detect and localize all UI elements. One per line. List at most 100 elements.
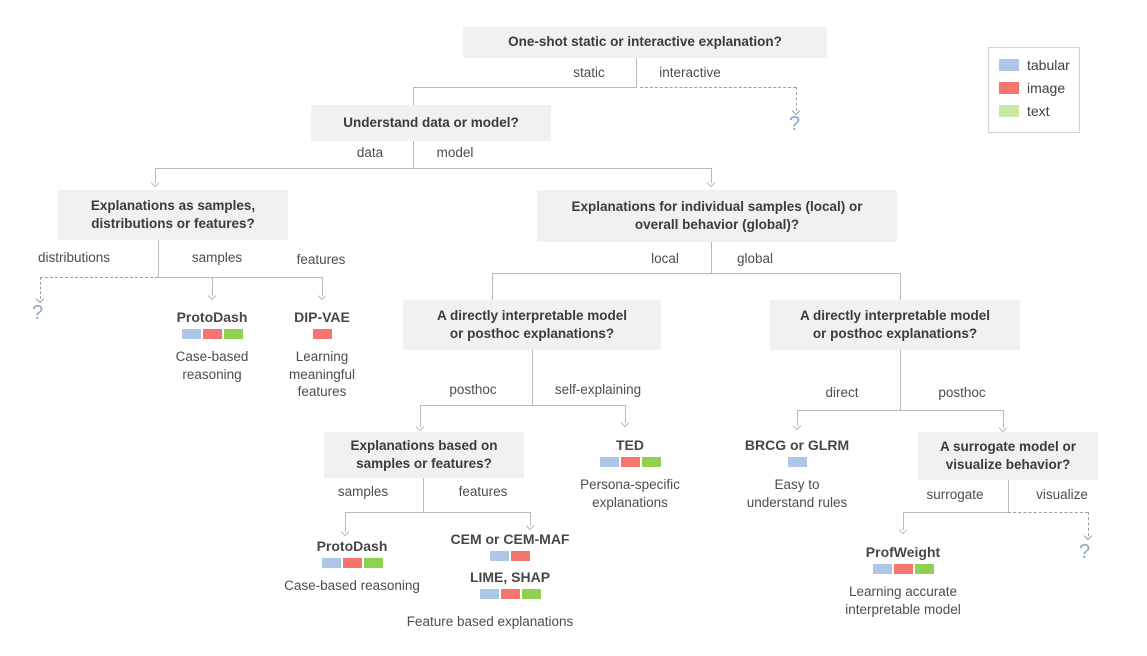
connector-sdf-down [158, 240, 159, 277]
arrowhead-down-icon [525, 521, 535, 531]
method-name: BRCG or GLRM [744, 437, 850, 453]
connector-sv-split-solid [903, 512, 1008, 513]
question-samples-or-features: Explanations based on samples or feature… [324, 432, 524, 478]
modality-chips [570, 457, 690, 467]
question-data-or-model: Understand data or model? [311, 105, 551, 141]
connector-into-data-model [413, 87, 414, 105]
method-name: CEM or CEM-MAF [450, 531, 570, 547]
connector-root-down [636, 58, 637, 88]
connector-to-profweight [903, 512, 904, 530]
arrowhead-down-icon [792, 421, 802, 431]
connector-distributions-dashed-down [40, 277, 41, 299]
connector-global-interp-down [900, 350, 901, 410]
method-name: ProtoDash [316, 538, 388, 554]
connector-to-samples-features [420, 405, 421, 427]
image-swatch-icon [999, 82, 1019, 94]
arrowhead-down-icon [1083, 531, 1093, 541]
arrowhead-down-icon [620, 418, 630, 428]
tabular-swatch-icon [999, 59, 1019, 71]
question-surrogate-or-visualize: A surrogate model or visualize behavior? [918, 432, 1098, 480]
open-question-visualize: ? [1079, 541, 1091, 563]
open-question-distributions: ? [32, 302, 44, 324]
method-feature-group: CEM or CEM-MAF LIME, SHAP [430, 531, 590, 599]
modality-chip-text [521, 589, 541, 599]
legend: tabular image text [988, 47, 1080, 133]
modality-chip-image [342, 558, 362, 568]
arrowhead-down-icon [207, 291, 217, 301]
arrowhead-down-icon [998, 423, 1008, 433]
question-local-interpretable: A directly interpretable model or postho… [403, 300, 661, 350]
method-name: ProtoDash [176, 309, 248, 325]
connector-visualize-dashed [1008, 512, 1088, 513]
legend-item-tabular: tabular [999, 57, 1079, 73]
modality-chips [267, 329, 377, 339]
method-caption: Easy to understand rules [746, 477, 848, 510]
connector-local-interp-split [420, 405, 625, 406]
method-protodash-local: ProtoDash Case-based reasoning [272, 538, 432, 595]
connector-to-ted [625, 405, 626, 423]
connector-local-interp-down [532, 350, 533, 405]
branch-data: data [356, 145, 384, 160]
connector-into-global-interp [900, 273, 901, 300]
legend-item-image: image [999, 80, 1079, 96]
modality-chip-tabular [872, 564, 892, 574]
question-root: One-shot static or interactive explanati… [463, 27, 827, 58]
connector-sv-down [1008, 480, 1009, 512]
modality-chip-image [620, 457, 640, 467]
connector-into-local-interp [492, 273, 493, 300]
connector-global-interp-split [797, 410, 1003, 411]
method-name: ProfWeight [865, 544, 941, 560]
text-swatch-icon [999, 105, 1019, 117]
branch-global: global [736, 251, 774, 266]
method-brcg: BRCG or GLRM Easy to understand rules [732, 437, 862, 511]
method-protodash-data: ProtoDash Case-based reasoning [152, 309, 272, 383]
legend-item-text: text [999, 103, 1079, 119]
connector-static-horizontal [413, 87, 637, 88]
method-profweight: ProfWeight Learning accurate interpretab… [833, 544, 973, 618]
method-caption: Persona-specific explanations [580, 477, 680, 510]
branch-posthoc-global: posthoc [938, 385, 986, 400]
branch-local: local [651, 251, 679, 266]
modality-chip-text [641, 457, 661, 467]
connector-to-local-global [711, 168, 712, 183]
branch-direct: direct [825, 385, 859, 400]
branch-features-2: features [458, 484, 508, 499]
connector-to-surrogate-box [1003, 410, 1004, 428]
arrowhead-down-icon [706, 178, 716, 188]
branch-static: static [573, 65, 605, 80]
method-caption: Learning meaningful features [288, 349, 356, 400]
method-name: TED [616, 437, 644, 453]
branch-surrogate: surrogate [926, 487, 984, 502]
connector-data-model-split [155, 168, 712, 169]
modality-chips [272, 558, 432, 568]
connector-visualize-dashed-down [1088, 512, 1089, 536]
connector-sdf-split [158, 277, 322, 278]
branch-visualize: visualize [1036, 487, 1088, 502]
connector-to-cem [530, 512, 531, 526]
question-global-interpretable: A directly interpretable model or postho… [770, 300, 1020, 350]
branch-samples: samples [191, 250, 243, 265]
connector-distributions-dashed [40, 277, 158, 278]
connector-to-protodash-1 [212, 277, 213, 296]
legend-label-tabular: tabular [1027, 57, 1070, 73]
question-samples-dist-features: Explanations as samples, distributions o… [58, 190, 288, 240]
modality-chip-tabular [321, 558, 341, 568]
branch-interactive: interactive [659, 65, 721, 80]
modality-chip-text [914, 564, 934, 574]
connector-sf-split [345, 512, 530, 513]
method-ted: TED Persona-specific explanations [570, 437, 690, 511]
method-caption: Case-based reasoning [284, 578, 420, 593]
legend-label-text: text [1027, 103, 1050, 119]
modality-chip-tabular [490, 551, 509, 561]
arrowhead-down-icon [340, 527, 350, 537]
modality-chips [430, 589, 590, 599]
connector-to-protodash-2 [345, 512, 346, 532]
method-name: LIME, SHAP [469, 569, 551, 585]
modality-chip-tabular [599, 457, 619, 467]
connector-sf-down [423, 478, 424, 512]
method-caption: Learning accurate interpretable model [845, 584, 961, 617]
modality-chip-tabular [479, 589, 499, 599]
modality-chip-image [312, 329, 332, 339]
modality-chips [430, 551, 590, 561]
